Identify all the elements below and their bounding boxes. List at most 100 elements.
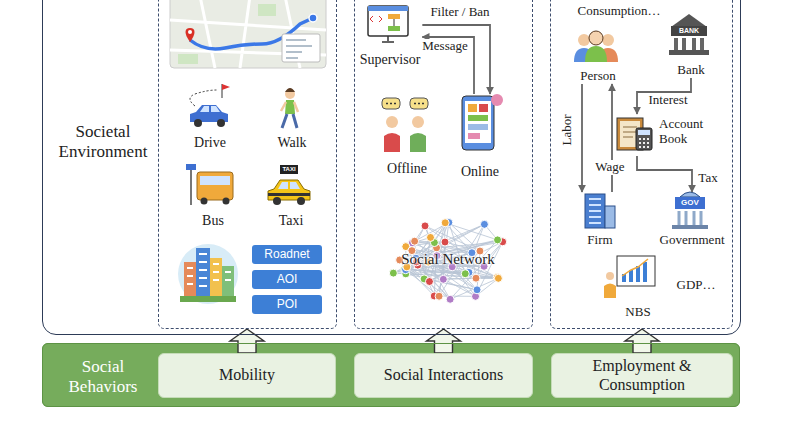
node-text: Account Book: [659, 117, 711, 147]
phone-icon: [465, 101, 491, 143]
bank-icon: [669, 14, 709, 55]
hollow-arrow: [427, 329, 461, 353]
icon-text: GOV: [681, 198, 699, 207]
node-text: GDP…: [676, 278, 715, 293]
blue-tag: AOI: [252, 270, 322, 289]
dashed-column: DriveWalkBusTaxiRoadnetAOIPOI: [158, 0, 337, 329]
node-text: Offline: [387, 161, 427, 177]
account-book-icon: [636, 128, 652, 150]
phone-icon: [462, 96, 494, 150]
flow-arrow: [581, 84, 583, 192]
supervisor-icon: [394, 19, 395, 26]
social-network-picture: [435, 292, 443, 300]
person-icon: [589, 31, 603, 45]
icon-node: Supervisor: [358, 6, 423, 68]
taxi-icon: [280, 165, 298, 174]
firm-icon: [585, 194, 615, 228]
icon-node: Online: [454, 94, 506, 180]
walker-icon: [285, 88, 295, 92]
supervisor-icon: [388, 14, 400, 19]
map-picture: [178, 54, 198, 64]
nbs-icon: [606, 272, 614, 280]
supervisor-icon: [370, 16, 382, 22]
social-network-picture: [494, 274, 502, 282]
supervisor-icon: [368, 6, 408, 42]
bus-icon: [197, 172, 233, 200]
flow-arrow: [637, 156, 692, 192]
city-picture: [222, 266, 234, 298]
behavior-band: Social BehaviorsMobilitySocial Interacti…: [42, 343, 740, 407]
phone-icon: [491, 94, 503, 106]
flow-arrow: [422, 25, 490, 94]
account-book-icon: [638, 130, 650, 135]
car-icon: [194, 119, 202, 127]
phone-icon: [462, 94, 503, 150]
behavior-box: Social Interactions: [354, 353, 533, 398]
phone-icon: [468, 115, 488, 121]
account-book-icon: [623, 127, 637, 137]
taxi-icon: [278, 182, 300, 189]
social-network-picture: [494, 236, 502, 244]
map-picture: [258, 4, 276, 16]
node-text: Online: [461, 164, 499, 180]
node-text: Roadnet: [264, 248, 309, 262]
icon-node: Bank: [670, 14, 712, 78]
edge-label: Interest: [647, 93, 690, 108]
bank-icon: [676, 38, 702, 50]
social-network-picture: [389, 269, 397, 277]
outer-panel: Societal EnvironmentDriveWalkBusTaxiRoad…: [42, 0, 741, 335]
map-picture: [170, 0, 326, 68]
supervisor-icon: [388, 26, 400, 31]
government-icon: [679, 211, 701, 225]
taxi-icon: [268, 180, 310, 200]
node-text: Social Network: [401, 251, 495, 268]
social-network-picture: [480, 220, 488, 228]
edge-label: Tax: [696, 171, 719, 186]
behavior-box: Mobility: [158, 353, 336, 398]
supervisor-icon: [382, 36, 394, 42]
node-text: Mobility: [219, 366, 275, 384]
behavior-box: Employment & Consumption: [551, 353, 733, 398]
node-text: NBS: [625, 305, 650, 320]
walker-icon: [281, 88, 298, 128]
map-picture: [282, 34, 320, 62]
taxi-icon: [273, 197, 281, 205]
social-network-picture: [411, 237, 419, 245]
icon-text: TAXI: [282, 166, 295, 173]
bus-icon: [186, 164, 196, 170]
node-text: Supervisor: [360, 52, 421, 68]
bus-icon: [223, 198, 230, 205]
person-icon: [578, 34, 590, 46]
dashed-column: Consumption…GDP…NBSPersonBankAccount Boo…: [550, 0, 733, 329]
city-picture: [187, 254, 231, 286]
blue-tag: Roadnet: [252, 245, 322, 264]
supervisor-icon: [368, 6, 408, 11]
node-text: Bus: [202, 213, 224, 229]
social-network-picture: [446, 295, 454, 303]
icon-text: BANK: [679, 27, 699, 35]
person-icon: [585, 46, 607, 62]
offline-icon: [386, 116, 398, 128]
map-picture: [170, 0, 326, 68]
supervisor-icon: [368, 6, 408, 36]
map-picture: [170, 0, 326, 68]
account-book-icon: [639, 139, 649, 147]
edge-label: Wage: [593, 160, 626, 175]
car-icon: [222, 84, 230, 90]
icon-node: Account Book: [617, 114, 711, 156]
icon-node: Person: [574, 28, 622, 84]
node-text: Taxi: [279, 213, 304, 229]
offline-icon: [386, 103, 424, 105]
walker-icon: [285, 89, 295, 99]
taxi-icon: [297, 197, 305, 205]
social-network-picture: [443, 278, 497, 280]
account-book-icon: [617, 118, 652, 150]
car-icon: [190, 90, 217, 106]
government-icon: [675, 197, 705, 209]
government-icon: [672, 192, 708, 229]
city-picture: [178, 244, 238, 304]
social-network-picture: [425, 278, 433, 286]
taxi-icon: [268, 193, 310, 196]
walker-icon: [285, 100, 295, 114]
